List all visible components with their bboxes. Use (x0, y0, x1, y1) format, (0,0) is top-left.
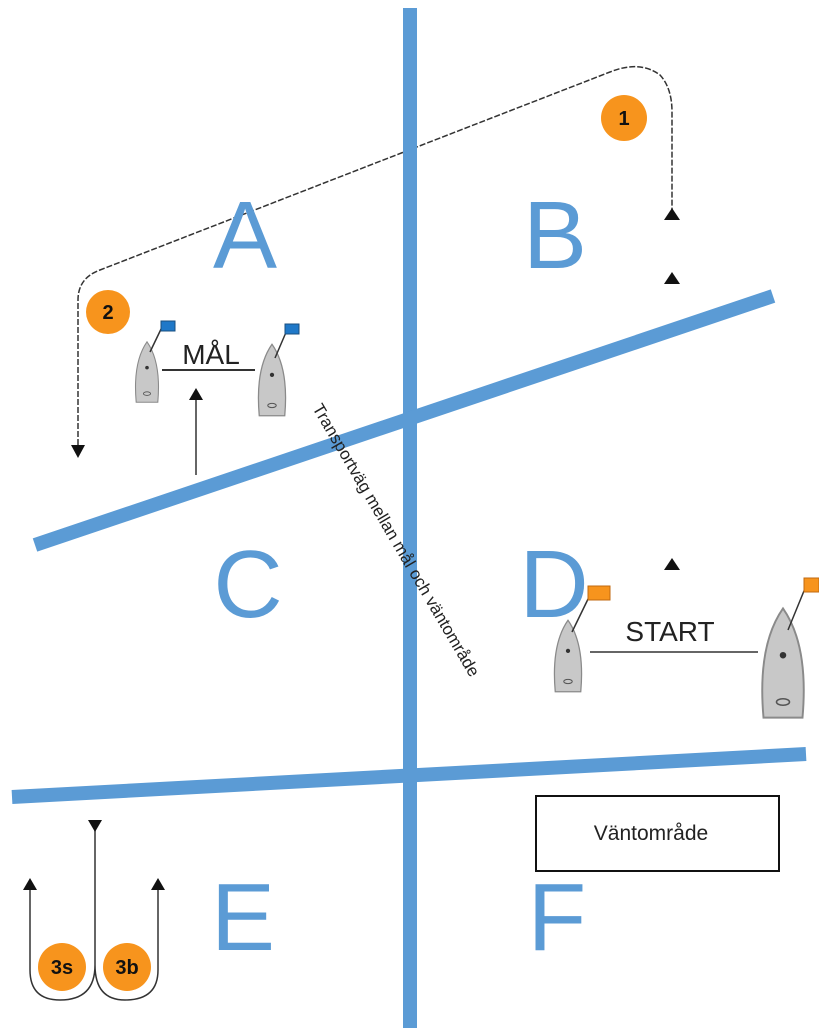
zone-letter-f: F (528, 864, 587, 971)
mark-3b-label: 3b (115, 957, 138, 979)
course-path-lower (29, 822, 159, 1001)
waiting-area-box (535, 795, 780, 872)
transport-route-label: Transportväg mellan mål och väntområde (309, 400, 484, 680)
zone-dividers (11, 8, 807, 1028)
zone-letters: A B C D E F (211, 182, 589, 971)
zone-letter-c: C (213, 531, 282, 638)
arrow-up-icon (151, 878, 165, 890)
mark-3s: 3s (38, 943, 86, 991)
zone-letter-d: D (519, 531, 588, 638)
arrow-up-icon (664, 558, 680, 570)
zone-letter-e: E (211, 864, 275, 971)
mark-2-label: 2 (102, 302, 113, 324)
mark-1: 1 (601, 95, 647, 141)
course-path-upper (77, 66, 673, 445)
arrow-up-icon (23, 878, 37, 890)
flag-icon (274, 323, 300, 359)
start-area: START (553, 577, 819, 719)
arrow-up-icon (664, 208, 680, 220)
waiting-area-label: Väntområde (594, 822, 708, 845)
arrow-down-icon (71, 445, 85, 458)
finish-boat-left (134, 341, 160, 403)
divider-lower (11, 747, 807, 804)
arrow-up-icon (664, 272, 680, 284)
start-boat-right (761, 607, 805, 719)
arrow-up-icon (189, 388, 203, 400)
mark-1-label: 1 (618, 108, 629, 130)
zone-letter-a: A (213, 182, 277, 289)
course-lines (29, 66, 758, 1001)
finish-label: MÅL (182, 339, 240, 370)
divider-upper-diagonal (32, 289, 776, 552)
zone-letter-b: B (523, 182, 587, 289)
start-label: START (625, 616, 714, 647)
finish-area: MÅL (134, 320, 300, 417)
flag-icon (149, 320, 176, 353)
mark-3s-label: 3s (51, 957, 73, 979)
mark-3b: 3b (103, 943, 151, 991)
mark-2: 2 (86, 290, 130, 334)
flag-icon (571, 585, 611, 633)
arrowheads (23, 208, 680, 890)
waiting-area: Väntområde (535, 795, 780, 872)
arrow-down-icon (88, 820, 102, 832)
finish-boat-right (257, 343, 287, 417)
course-marks: 1 2 3s 3b (38, 95, 647, 991)
flag-icon (787, 577, 819, 631)
